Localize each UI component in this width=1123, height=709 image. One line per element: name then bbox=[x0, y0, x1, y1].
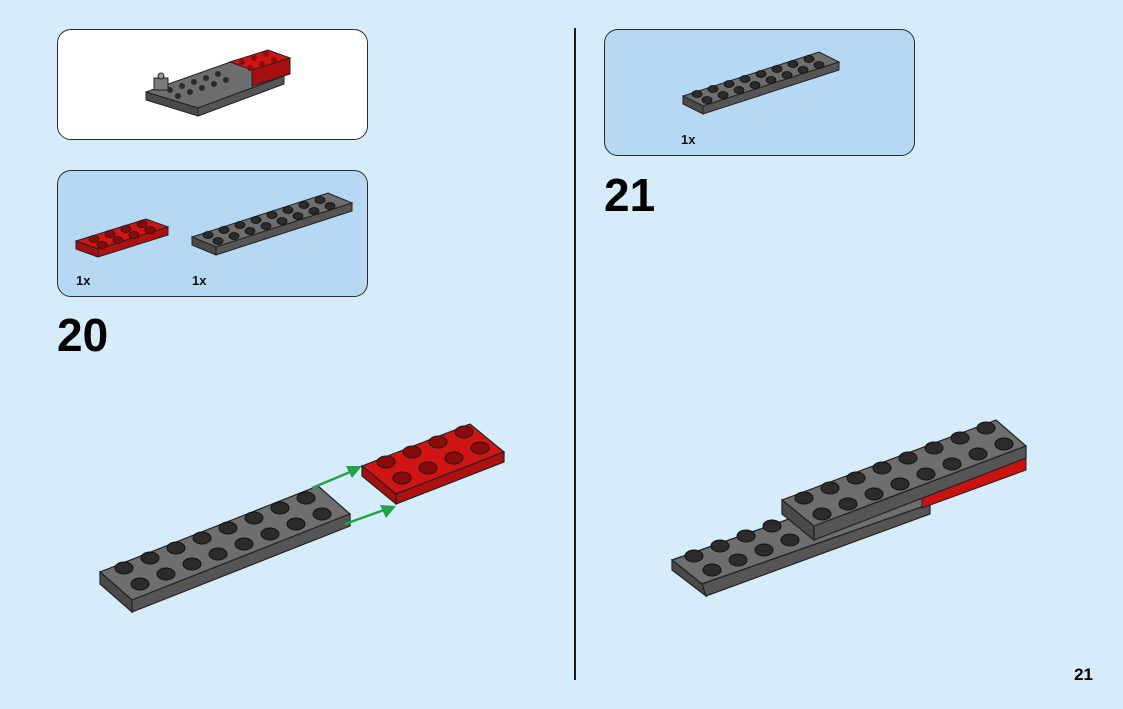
gray-plate-part-image bbox=[681, 51, 841, 115]
step-20-parts-panel: 1x 1x bbox=[57, 170, 368, 297]
part-quantity: 1x bbox=[681, 132, 696, 147]
part-quantity: 1x bbox=[192, 273, 207, 288]
step-number: 21 bbox=[604, 169, 656, 221]
page-divider bbox=[574, 28, 576, 680]
red-plate-part-image bbox=[74, 192, 354, 258]
step-20-build-image bbox=[98, 423, 506, 614]
submodel-preview-image bbox=[144, 49, 292, 117]
step-21-parts-panel: 1x bbox=[604, 29, 915, 156]
step-number: 20 bbox=[57, 309, 109, 361]
page-number: 21 bbox=[1074, 665, 1093, 684]
submodel-preview-panel bbox=[57, 29, 368, 140]
part-quantity: 1x bbox=[76, 273, 91, 288]
